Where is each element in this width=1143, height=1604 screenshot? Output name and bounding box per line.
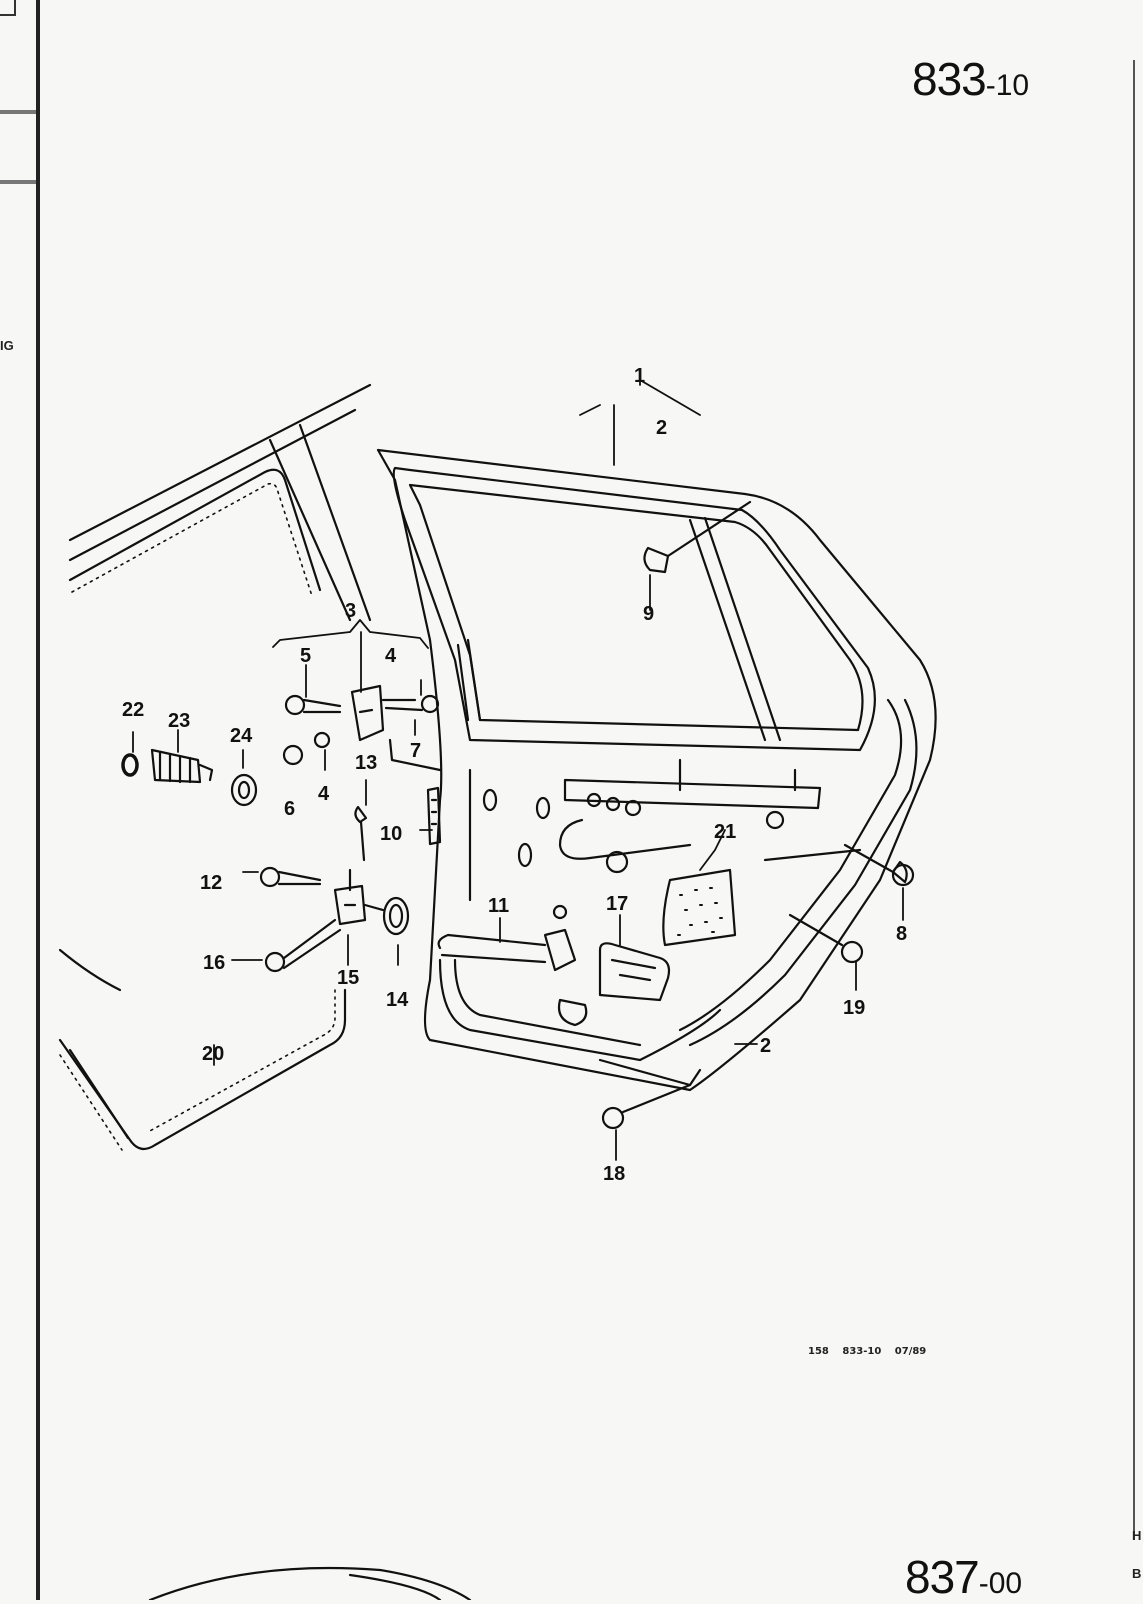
part-18-plug (601, 1083, 692, 1130)
callout-11: 11 (488, 895, 509, 917)
next-page-number-sub: -00 (978, 1567, 1023, 1600)
part-17-lock (598, 942, 671, 1002)
right-binding-edge (1133, 60, 1135, 1540)
callout-4-lower: 4 (318, 783, 330, 805)
right-edge-text-1: H (1132, 1528, 1142, 1543)
next-page-number: 837-00 (905, 1550, 1022, 1604)
part-10-stop (426, 786, 442, 846)
part-15-hinge-lower (259, 866, 367, 973)
footer-code: 158 833-10 07/89 (808, 1346, 927, 1357)
right-edge-text-2: B (1132, 1566, 1142, 1581)
part-8-plug (843, 843, 915, 887)
page-number-sub: -10 (985, 69, 1030, 102)
callout-20: 20 (202, 1043, 224, 1065)
callout-12: 12 (200, 872, 222, 894)
callout-8: 8 (896, 923, 907, 945)
callout-16: 16 (203, 952, 225, 974)
callout-9: 9 (643, 603, 654, 625)
part-11-door-check (437, 928, 577, 972)
car-body-outline (58, 383, 372, 1151)
callout-19: 19 (843, 997, 865, 1019)
callout-1: 1 (634, 365, 645, 387)
callout-24: 24 (230, 725, 253, 747)
rear-door-shell (376, 448, 937, 1092)
next-page-number-main: 837 (905, 1551, 980, 1603)
leader-lines (132, 374, 904, 1161)
callout-15: 15 (337, 967, 359, 989)
callout-2-top: 2 (656, 417, 667, 439)
callout-18: 18 (603, 1163, 625, 1185)
callout-6: 6 (284, 798, 295, 820)
parts-22-23-24 (121, 748, 258, 807)
part-19-plug (788, 913, 864, 964)
callout-10: 10 (380, 823, 402, 845)
left-edge-mark-mid (0, 180, 36, 184)
callout-17: 17 (606, 893, 628, 915)
callout-7: 7 (410, 740, 421, 762)
next-page-car-preview (148, 1566, 472, 1600)
part-9-plug (643, 500, 752, 574)
callout-23: 23 (168, 710, 190, 732)
callout-14: 14 (386, 989, 409, 1011)
door-holes (482, 788, 785, 920)
left-edge-bracket (0, 0, 16, 16)
callout-labels: 1 2 2 3 4 4 5 6 7 8 9 10 11 12 13 14 15 … (122, 365, 907, 1185)
part-3-hinge (282, 684, 442, 772)
left-edge-text: IG (0, 338, 14, 353)
callout-3: 3 (345, 600, 356, 622)
left-binding-edge (36, 0, 40, 1600)
callout-21: 21 (714, 821, 736, 843)
callout-4-top: 4 (385, 645, 397, 667)
part-21-foam-pad (662, 868, 737, 947)
callout-2-side: 2 (760, 1035, 771, 1057)
left-edge-mark-top (0, 110, 36, 114)
callout-13: 13 (355, 752, 377, 774)
callout-5: 5 (300, 645, 311, 667)
part-13-bolt (354, 805, 368, 862)
part-14-grommet (363, 896, 410, 936)
page-number-main: 833 (912, 53, 987, 105)
part-20-weatherstrip (68, 1048, 130, 1140)
callout-22: 22 (122, 699, 144, 721)
page-number: 833-10 (912, 52, 1029, 106)
